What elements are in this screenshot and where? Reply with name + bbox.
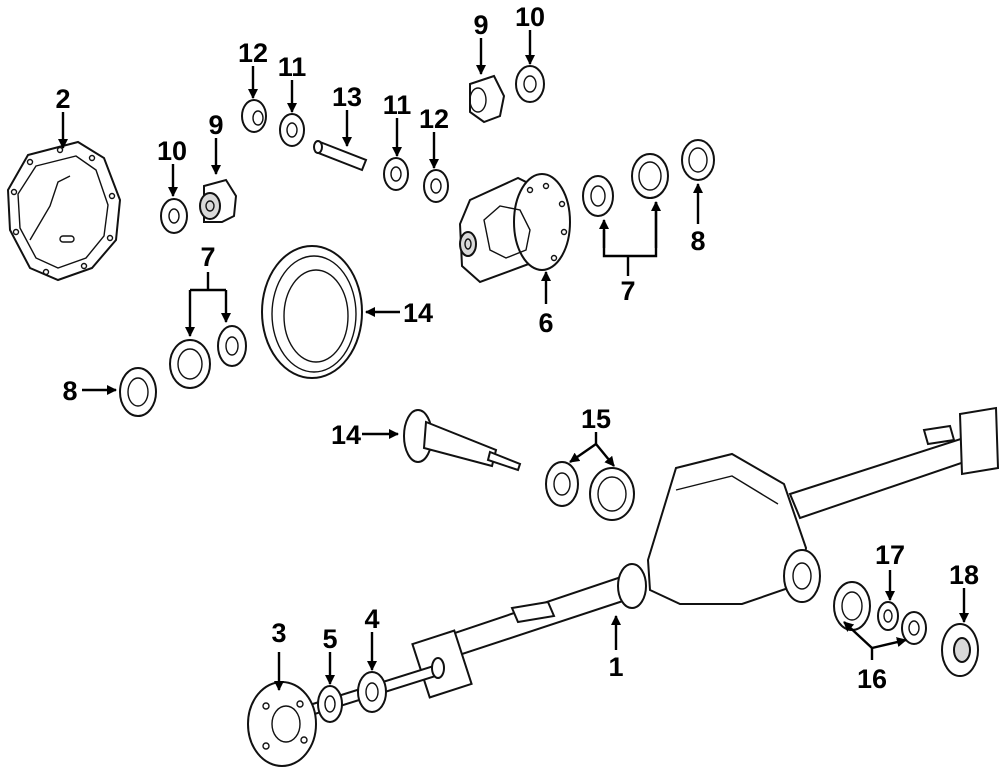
pinion-shaft [313, 140, 368, 172]
side-gear-washer-right [383, 157, 409, 191]
diff-shim-left [119, 367, 157, 417]
side-gear-washer-left [279, 113, 305, 147]
callout-14-pinion: 14 [331, 420, 361, 450]
leader-lines [57, 30, 970, 692]
axle-housing [411, 406, 1000, 699]
callout-17: 17 [875, 540, 905, 570]
axle-flange [247, 681, 317, 767]
diff-bearing-cup-right [631, 153, 669, 199]
callout-12-right: 12 [419, 104, 449, 134]
wheel-bearing-cone [901, 611, 927, 645]
cover-gasket [6, 140, 122, 282]
callout-16: 16 [857, 664, 887, 694]
callout-15: 15 [581, 404, 611, 434]
callout-18: 18 [949, 560, 979, 590]
diff-shim-right [681, 139, 715, 181]
thrust-washer-top [515, 65, 545, 103]
callout-11-right: 11 [383, 90, 412, 120]
pinion-bearing-cone [545, 461, 579, 507]
thrust-washer-left [160, 198, 188, 234]
callout-10-left: 10 [157, 136, 187, 166]
callout-2: 2 [55, 84, 70, 114]
drive-pinion [403, 409, 522, 472]
callout-8-left: 8 [62, 376, 77, 406]
axle-seal [941, 623, 979, 677]
callout-14-ring-gear: 14 [403, 298, 433, 328]
callout-labels: 1 2 3 4 5 6 7 7 8 8 9 9 10 10 11 11 12 1… [55, 2, 979, 694]
callout-1: 1 [608, 652, 623, 682]
callout-7-left: 7 [200, 242, 215, 272]
callout-5: 5 [322, 624, 337, 654]
diff-bearing-cone-left [217, 325, 247, 367]
wheel-bearing-cup [833, 581, 871, 631]
callout-8-right: 8 [690, 226, 705, 256]
axle-bearing-retainer [317, 685, 343, 723]
callout-9-left: 9 [208, 110, 223, 140]
diff-bearing-cup-left [169, 339, 211, 389]
axle-bearing [357, 671, 387, 713]
pinion-gear-top [469, 74, 506, 124]
callout-13: 13 [332, 82, 362, 112]
side-gear-right [423, 169, 449, 203]
side-gear-left [241, 99, 267, 133]
pinion-gear-left [199, 178, 238, 223]
callout-9-top: 9 [473, 10, 488, 40]
diff-bearing-cone-right [582, 175, 614, 217]
callout-12-left: 12 [238, 38, 268, 68]
callout-7-right: 7 [620, 276, 635, 306]
differential-case [458, 173, 571, 284]
callout-6: 6 [538, 308, 553, 338]
callout-3: 3 [271, 618, 286, 648]
pinion-bearing-cup [589, 467, 635, 521]
ring-gear [261, 245, 363, 379]
callout-10-top: 10 [515, 2, 545, 32]
callout-4: 4 [364, 604, 379, 634]
callout-11-left: 11 [278, 52, 307, 82]
bearing-spacer [877, 601, 899, 631]
